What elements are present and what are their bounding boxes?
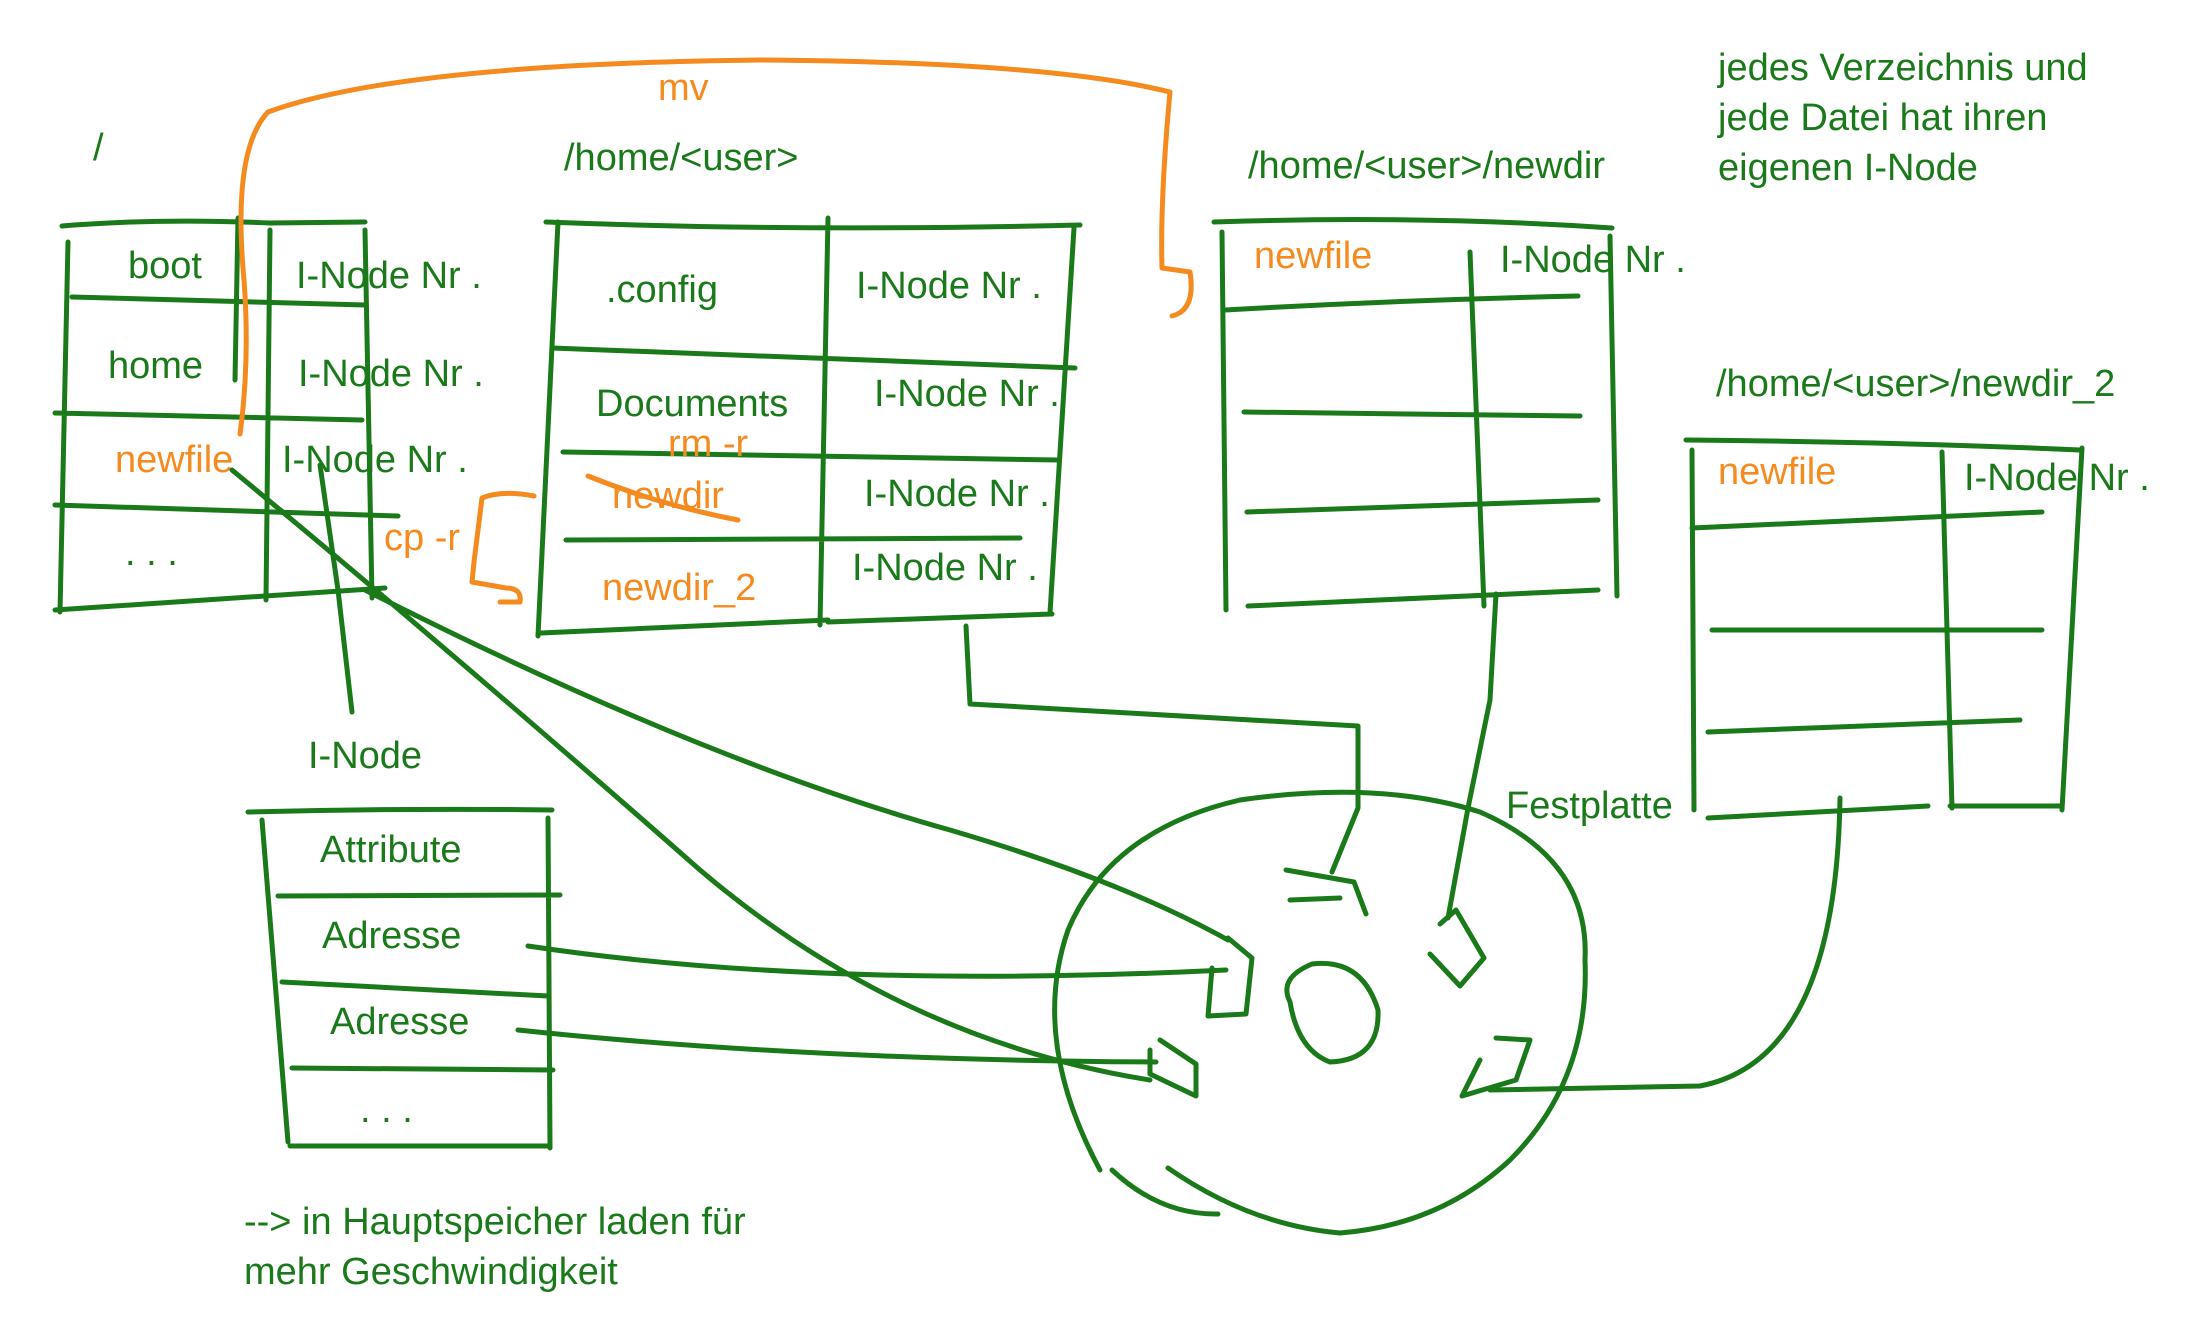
- disk-rim: [1109, 1167, 1221, 1217]
- disk-label: Festplatte: [1506, 785, 1673, 827]
- root-to-disk-line: [229, 467, 1153, 1083]
- hard-disk-drawing: Festplatte: [1052, 785, 1673, 1236]
- sector-block: [1283, 867, 1369, 917]
- home-row-name: Documents: [596, 383, 788, 425]
- inode-title: I-Node: [308, 735, 422, 777]
- newdir-2-row-inode: I-Node Nr .: [1964, 457, 2150, 499]
- newdir-directory-table: /home/<user>/newdir newfile I-Node Nr .: [1211, 145, 1686, 613]
- home-user-directory-table: /home/<user> .config I-Node Nr . Documen…: [535, 137, 1083, 639]
- sector-block: [1205, 935, 1255, 1019]
- home-row-name: .config: [606, 269, 718, 311]
- newdir-row-inode: I-Node Nr .: [1500, 239, 1686, 281]
- inode-attribute: Attribute: [320, 829, 462, 871]
- disk-outline: [1052, 789, 1588, 1236]
- mv-command-label: mv: [658, 67, 709, 109]
- disk-hub: [1284, 960, 1381, 1065]
- root-row-ellipsis: . . .: [125, 532, 178, 574]
- mv-arrow: [237, 57, 1194, 437]
- root-row-name: boot: [128, 245, 202, 287]
- newdir-2-row-name-newfile: newfile: [1718, 451, 1836, 493]
- root-to-disk-line: [362, 587, 1231, 943]
- inode-structure-table: I-Node Attribute Adresse Adresse . . .: [245, 735, 563, 1151]
- table-border: [1211, 217, 1620, 613]
- root-path-label: /: [93, 127, 104, 169]
- commands: mv cp -r rm -r: [237, 57, 1194, 605]
- root-row-inode: I-Node Nr .: [282, 439, 468, 481]
- address-to-disk-line: [515, 1027, 1159, 1065]
- table-border: [245, 806, 563, 1151]
- table-border: [1683, 437, 2085, 821]
- root-directory-table: / boot I-Node Nr . home I-Node Nr . newf…: [52, 127, 484, 615]
- footer-line-2: mehr Geschwindigkeit: [244, 1251, 618, 1293]
- inode-ellipsis: . . .: [360, 1089, 413, 1131]
- home-user-path-label: /home/<user>: [564, 137, 798, 179]
- note-line-2: jede Datei hat ihren: [1717, 97, 2048, 139]
- root-row-name: home: [108, 345, 203, 387]
- inode-address: Adresse: [330, 1001, 469, 1043]
- home-to-disk-line: [963, 623, 1361, 875]
- home-row-inode: I-Node Nr .: [856, 265, 1042, 307]
- sector-block: [1459, 1035, 1533, 1099]
- newdir-to-disk-line: [1445, 591, 1499, 921]
- home-row-inode: I-Node Nr .: [864, 473, 1050, 515]
- address-to-disk-line: [525, 943, 1229, 979]
- home-row-name-newdir: newdir: [612, 475, 724, 517]
- connection-lines: [229, 462, 1843, 1093]
- home-row-name-newdir-2: newdir_2: [602, 567, 756, 609]
- newdir-path-label: /home/<user>/newdir: [1248, 145, 1605, 187]
- strike-through: [585, 473, 741, 523]
- cp-bracket: [469, 490, 537, 605]
- note-line-3: eigenen I-Node: [1718, 147, 1978, 189]
- table-border: [535, 215, 1083, 639]
- sector-block: [1427, 907, 1487, 989]
- note-line-1: jedes Verzeichnis und: [1717, 47, 2088, 89]
- newdir-2-to-disk-line: [1487, 795, 1843, 1093]
- rm-command-label: rm -r: [668, 423, 749, 465]
- home-row-inode: I-Node Nr .: [852, 547, 1038, 589]
- table-border: [52, 215, 401, 615]
- note: jedes Verzeichnis und jede Datei hat ihr…: [1717, 47, 2088, 189]
- newdir-2-path-label: /home/<user>/newdir_2: [1716, 363, 2115, 405]
- cp-command-label: cp -r: [384, 517, 460, 559]
- footer-note: --> in Hauptspeicher laden für mehr Gesc…: [244, 1201, 746, 1293]
- footer-line-1: --> in Hauptspeicher laden für: [244, 1201, 746, 1243]
- sector-block: [1147, 1037, 1199, 1099]
- newdir-row-name-newfile: newfile: [1254, 235, 1372, 277]
- root-to-inode-line: [317, 462, 355, 715]
- root-row-inode: I-Node Nr .: [296, 255, 482, 297]
- home-row-inode: I-Node Nr .: [874, 373, 1060, 415]
- inode-address: Adresse: [322, 915, 461, 957]
- root-row-inode: I-Node Nr .: [298, 353, 484, 395]
- root-row-name-newfile: newfile: [115, 439, 233, 481]
- newdir-2-directory-table: /home/<user>/newdir_2 newfile I-Node Nr …: [1683, 363, 2150, 821]
